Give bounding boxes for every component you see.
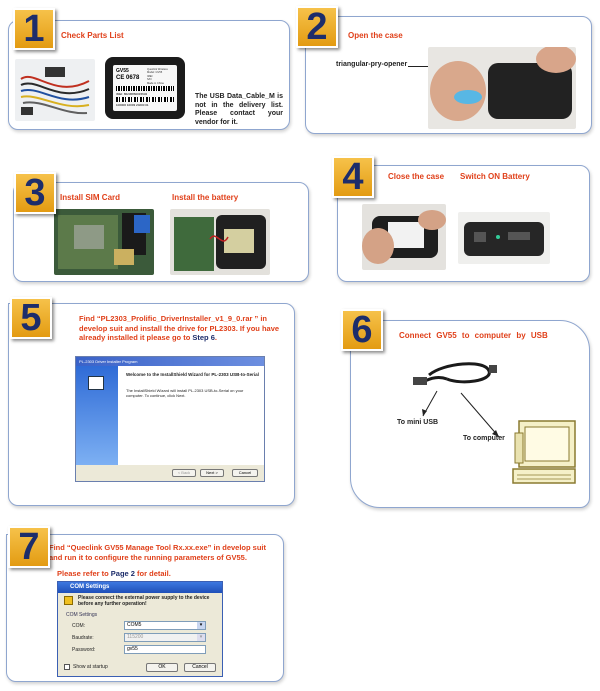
com-port-select[interactable]: COM5 ▾	[124, 621, 206, 630]
com-dialog-title-bar: COM Settings	[58, 582, 222, 593]
com-cancel-button[interactable]: Cancel	[184, 663, 216, 672]
pry-opener-label: triangular-pry-opener	[336, 61, 408, 68]
password-input[interactable]: gv55	[124, 645, 206, 654]
chevron-down-icon[interactable]: ▾	[197, 634, 205, 641]
com-port-value: COM5	[127, 622, 142, 628]
baudrate-value: 115200	[127, 634, 144, 640]
com-label: COM:	[72, 623, 86, 629]
mini-usb-label: To mini USB	[397, 419, 439, 426]
installer-title-bar: PL-2303 Driver Installer Program	[76, 357, 264, 366]
barcode-top	[116, 86, 174, 91]
close-case-photo	[362, 204, 446, 270]
step-1-card: Check Parts List GV55 CE 0678 Queclink W…	[8, 20, 290, 130]
baudrate-select[interactable]: 115200 ▾	[124, 633, 206, 642]
installer-side-banner	[76, 366, 118, 465]
step-2-badge: 2	[296, 6, 338, 48]
step-7-badge: 7	[8, 526, 50, 568]
installer-heading: Welcome to the InstallShield Wizard for …	[126, 372, 259, 377]
device-model-text: GV55	[116, 68, 129, 74]
installer-body-text: The InstallShield Wizard will install PL…	[126, 388, 244, 398]
sim-card-photo	[54, 209, 154, 275]
switch-on-battery-label: Switch ON Battery	[460, 172, 530, 181]
back-button[interactable]: < Back	[172, 469, 196, 477]
installer-body: Welcome to the InstallShield Wizard for …	[118, 366, 264, 465]
computer-icon	[512, 420, 576, 484]
step-5-card: Find “PL2303_Prolific_DriverInstaller_v1…	[8, 303, 295, 506]
usb-cable-illustration	[413, 362, 500, 438]
show-at-startup-checkbox[interactable]	[64, 664, 70, 670]
step-2-title: Open the case	[348, 31, 403, 40]
warning-icon	[64, 596, 73, 605]
password-label: Password:	[72, 647, 96, 653]
step-6-badge: 6	[341, 309, 383, 351]
battery-photo	[170, 209, 270, 275]
pry-opener-pointer	[408, 66, 438, 67]
refer-page-note: Please refer to Page 2 for detail.	[57, 569, 171, 578]
step-1-title: Check Parts List	[61, 31, 124, 40]
install-sim-label: Install SIM Card	[60, 193, 121, 202]
step-4-card: Close the case Switch ON Battery	[337, 165, 590, 282]
power-supply-message: Please connect the external power supply…	[78, 595, 210, 607]
install-battery-label: Install the battery	[172, 193, 239, 202]
show-at-startup-label: Show at startup	[73, 664, 108, 670]
usb-cable-note: The USB Data_Cable_M is not in the deliv…	[195, 93, 283, 126]
close-case-label: Close the case	[388, 172, 445, 181]
computer-label: To computer	[463, 435, 505, 442]
com-settings-dialog: COM Settings Please connect the external…	[57, 581, 223, 677]
step-3-card: Install SIM Card Install the battery	[13, 182, 309, 282]
installer-logo-icon	[88, 376, 104, 390]
barcode-bottom-text: 100000 10003 20200 01	[116, 103, 149, 107]
page-2-link[interactable]: Page 2	[110, 569, 135, 578]
cable-harness-photo	[15, 59, 95, 121]
step-6-link[interactable]: Step 6	[192, 333, 215, 342]
step-7-instruction: Find “Queclink GV55 Manage Tool Rx.xx.ex…	[49, 543, 266, 562]
com-settings-group-label: COM Settings	[66, 612, 98, 618]
next-button[interactable]: Next >	[200, 469, 224, 477]
barcode-bottom	[116, 97, 174, 102]
cancel-button[interactable]: Cancel	[232, 469, 258, 477]
step-1-badge: 1	[13, 8, 55, 50]
barcode-top-text: IMEI: 86236860015632	[116, 92, 148, 96]
step-5-badge: 5	[10, 297, 52, 339]
open-case-photo	[428, 47, 576, 129]
installer-window: PL-2303 Driver Installer Program Welcome…	[75, 356, 265, 482]
chevron-down-icon[interactable]: ▾	[197, 622, 205, 629]
step-4-badge: 4	[332, 156, 374, 198]
device-ce-mark: CE 0678	[116, 75, 140, 81]
step-3-badge: 3	[14, 172, 56, 214]
ok-button[interactable]: OK	[146, 663, 178, 672]
step-7-card: Find “Queclink GV55 Manage Tool Rx.xx.ex…	[6, 534, 284, 682]
step-2-card: Open the case triangular-pry-opener	[305, 16, 592, 134]
baudrate-label: Baudrate:	[72, 635, 94, 641]
step-6-title: Connect GV55 to computer by USB	[399, 331, 548, 340]
step-6-card: Connect GV55 to computer by USB To mini …	[350, 320, 590, 508]
switch-on-photo	[458, 212, 550, 264]
step-5-instruction: Find “PL2303_Prolific_DriverInstaller_v1…	[79, 314, 280, 342]
